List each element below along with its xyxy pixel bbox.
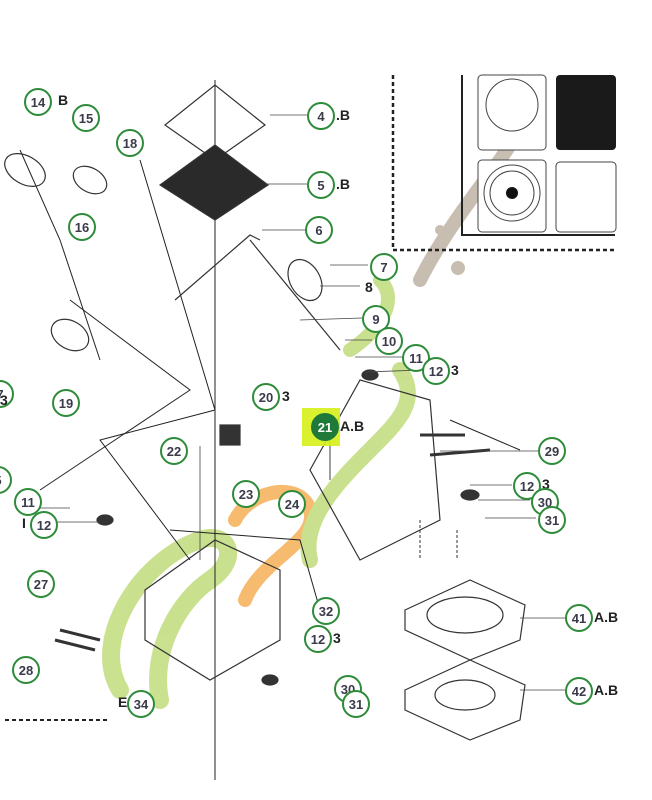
callout-29[interactable]: 29 bbox=[538, 437, 566, 465]
callout-31[interactable]: 31 bbox=[538, 506, 566, 534]
callout-28[interactable]: 28 bbox=[12, 656, 40, 684]
label-3-left: 3 bbox=[0, 392, 8, 408]
callout-30-bottom[interactable]: 30 bbox=[334, 675, 362, 703]
callout-42[interactable]: 42 bbox=[565, 677, 593, 705]
spring-20 bbox=[219, 424, 241, 446]
needle-shaft bbox=[249, 239, 341, 351]
throttle-plate bbox=[287, 258, 323, 302]
pump-cover bbox=[163, 84, 267, 161]
callout-27[interactable]: 27 bbox=[27, 570, 55, 598]
callout-5-suffix: .B bbox=[336, 176, 350, 192]
callout-22[interactable]: 22 bbox=[160, 437, 188, 465]
gasket-thumb-2 bbox=[556, 75, 616, 150]
callout-4-suffix: .B bbox=[336, 107, 350, 123]
callout-15[interactable]: 15 bbox=[72, 104, 100, 132]
callout-20-suffix: 3 bbox=[282, 388, 290, 404]
callout-32[interactable]: 32 bbox=[312, 597, 340, 625]
diaphragm-housing bbox=[309, 379, 441, 561]
diaphragm-42 bbox=[404, 659, 526, 741]
callout-10[interactable]: 10 bbox=[375, 327, 403, 355]
pump-diaphragm bbox=[158, 144, 270, 221]
callout-12[interactable]: 12 bbox=[422, 357, 450, 385]
callout-14[interactable]: 14 bbox=[24, 88, 52, 116]
label-8: 8 bbox=[365, 279, 373, 295]
callout-30[interactable]: 30 bbox=[531, 488, 559, 516]
callout-9[interactable]: 9 bbox=[362, 305, 390, 333]
callout-12-bottom[interactable]: 12 bbox=[304, 625, 332, 653]
callout-12-bottom-suffix: 3 bbox=[333, 630, 341, 646]
callout-31-bottom[interactable]: 31 bbox=[342, 690, 370, 718]
callout-24[interactable]: 24 bbox=[278, 490, 306, 518]
callout-42-suffix: A.B bbox=[594, 682, 619, 698]
lever-wire bbox=[174, 234, 261, 301]
parts bbox=[4, 84, 526, 741]
carb-body bbox=[144, 539, 281, 681]
callout-12-right-suffix: 3 bbox=[542, 476, 550, 492]
callout-12-left[interactable]: 12 bbox=[30, 511, 58, 539]
callout-41[interactable]: 41 bbox=[565, 604, 593, 632]
callout-34[interactable]: 34 bbox=[127, 690, 155, 718]
callout-12-suffix: 3 bbox=[451, 362, 459, 378]
callout-23[interactable]: 23 bbox=[232, 480, 260, 508]
gasket-kit-inset bbox=[391, 74, 617, 252]
callout-11[interactable]: 11 bbox=[402, 344, 430, 372]
callout-21-suffix: A.B bbox=[340, 418, 365, 434]
callout-12-left-prefix: I bbox=[22, 515, 26, 531]
callout-34-prefix: E bbox=[118, 694, 128, 710]
callout-5[interactable]: 5 bbox=[307, 171, 335, 199]
callout-14-suffix: B bbox=[58, 92, 69, 108]
callout-21[interactable]: 21 bbox=[311, 413, 339, 441]
callout-4[interactable]: 4 bbox=[307, 102, 335, 130]
callout-19[interactable]: 19 bbox=[52, 389, 80, 417]
callout-20[interactable]: 20 bbox=[252, 383, 280, 411]
gasket-41 bbox=[404, 579, 526, 661]
callout-7[interactable]: 7 bbox=[370, 253, 398, 281]
callout-41-suffix: A.B bbox=[594, 609, 619, 625]
callout-18[interactable]: 18 bbox=[116, 129, 144, 157]
callout-6[interactable]: 6 bbox=[305, 216, 333, 244]
callout-16[interactable]: 16 bbox=[68, 213, 96, 241]
leader-lines bbox=[38, 114, 565, 691]
gasket-thumb-1 bbox=[477, 74, 547, 151]
